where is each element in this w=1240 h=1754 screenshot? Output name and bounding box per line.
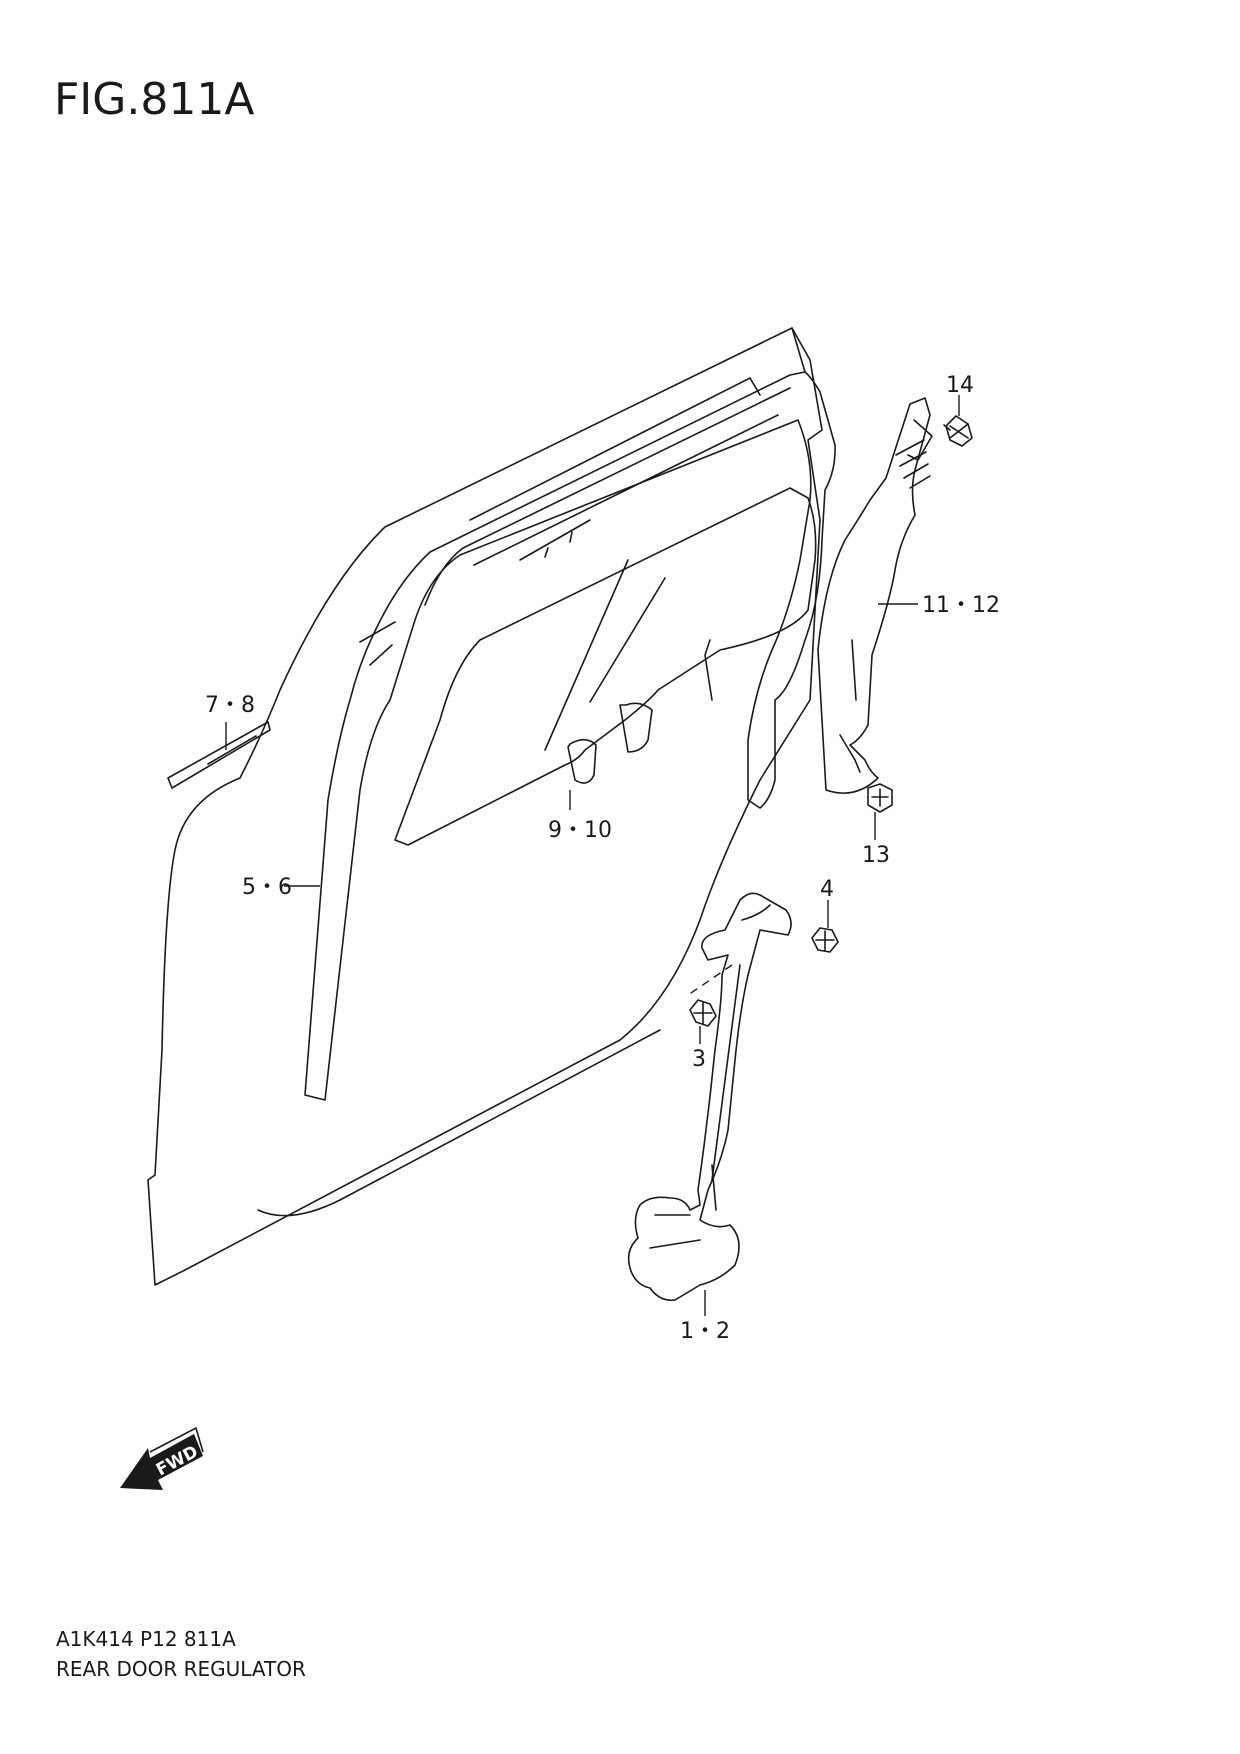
callout-4: 4: [820, 877, 834, 902]
callout-labels: 14 11・12 7・8 9・10 13 5・6 4 3 1・2: [205, 373, 1000, 1344]
figure-code: A1K414 P12 811A: [56, 1627, 236, 1651]
callout-9-10: 9・10: [548, 818, 612, 843]
callout-1-2: 1・2: [680, 1319, 730, 1344]
callout-5-6: 5・6: [242, 875, 292, 900]
bolt-13: [867, 783, 893, 813]
bolt-4: [811, 927, 839, 953]
callout-3: 3: [692, 1047, 706, 1072]
door-sash-frame: [304, 371, 836, 1101]
callout-7-8: 7・8: [205, 693, 255, 718]
bolt-3: [689, 999, 717, 1027]
window-regulator: [627, 892, 792, 1302]
rear-door-panel: [147, 327, 823, 1286]
bolt-14: [943, 415, 973, 447]
figure-name: REAR DOOR REGULATOR: [56, 1657, 306, 1681]
door-glass: [394, 487, 817, 846]
leader-lines: [225, 395, 960, 1316]
fwd-arrow-icon: FWD: [120, 1426, 204, 1490]
callout-14: 14: [946, 373, 974, 398]
callout-13: 13: [862, 843, 890, 868]
rear-sash-channel: [817, 397, 933, 794]
belt-moulding: [167, 519, 591, 789]
callout-11-12: 11・12: [922, 593, 1000, 618]
figure-title: FIG.811A: [54, 74, 255, 125]
